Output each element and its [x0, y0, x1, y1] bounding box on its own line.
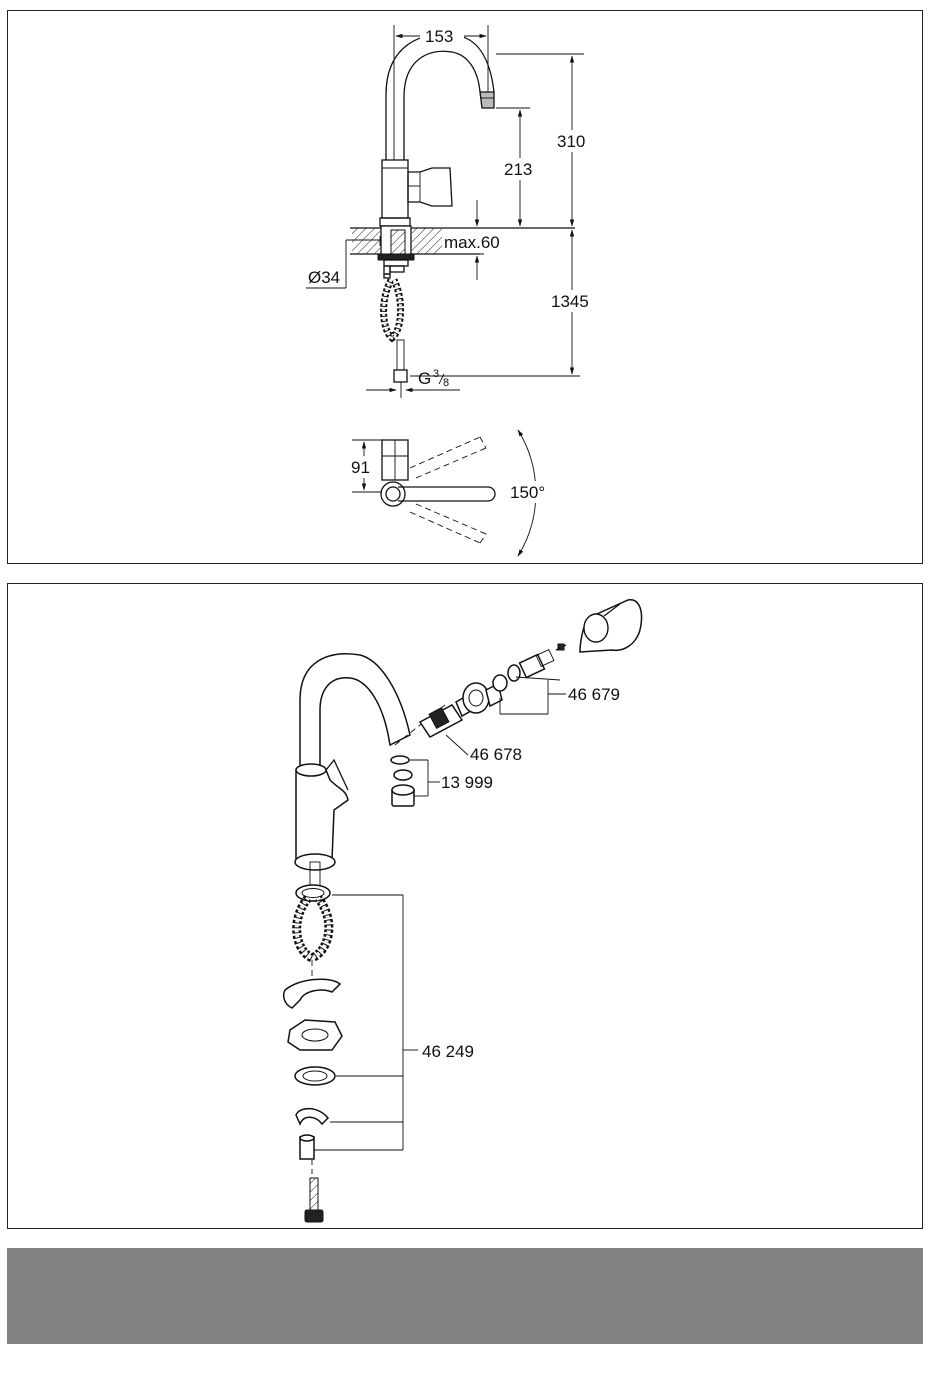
- thread-numerator-label: 3: [433, 368, 439, 380]
- faucet-side-view: [350, 34, 575, 398]
- footer-gray-band: [7, 1248, 923, 1344]
- thread-denominator-label: 8: [443, 377, 449, 389]
- dimension-1345-label: 1345: [551, 292, 589, 311]
- dimension-91-label: 91: [351, 458, 370, 477]
- dimension-153-label: 153: [425, 27, 453, 46]
- thread-g-label: G: [418, 369, 431, 388]
- exploded-view-panel: [7, 583, 923, 1229]
- dimension-max60-label: max.60: [444, 233, 500, 252]
- swivel-angle-label: 150°: [510, 483, 545, 502]
- dimension-310-label: 310: [557, 132, 585, 151]
- dimension-213-label: 213: [504, 160, 532, 179]
- dimension-diameter-label: Ø34: [308, 268, 340, 287]
